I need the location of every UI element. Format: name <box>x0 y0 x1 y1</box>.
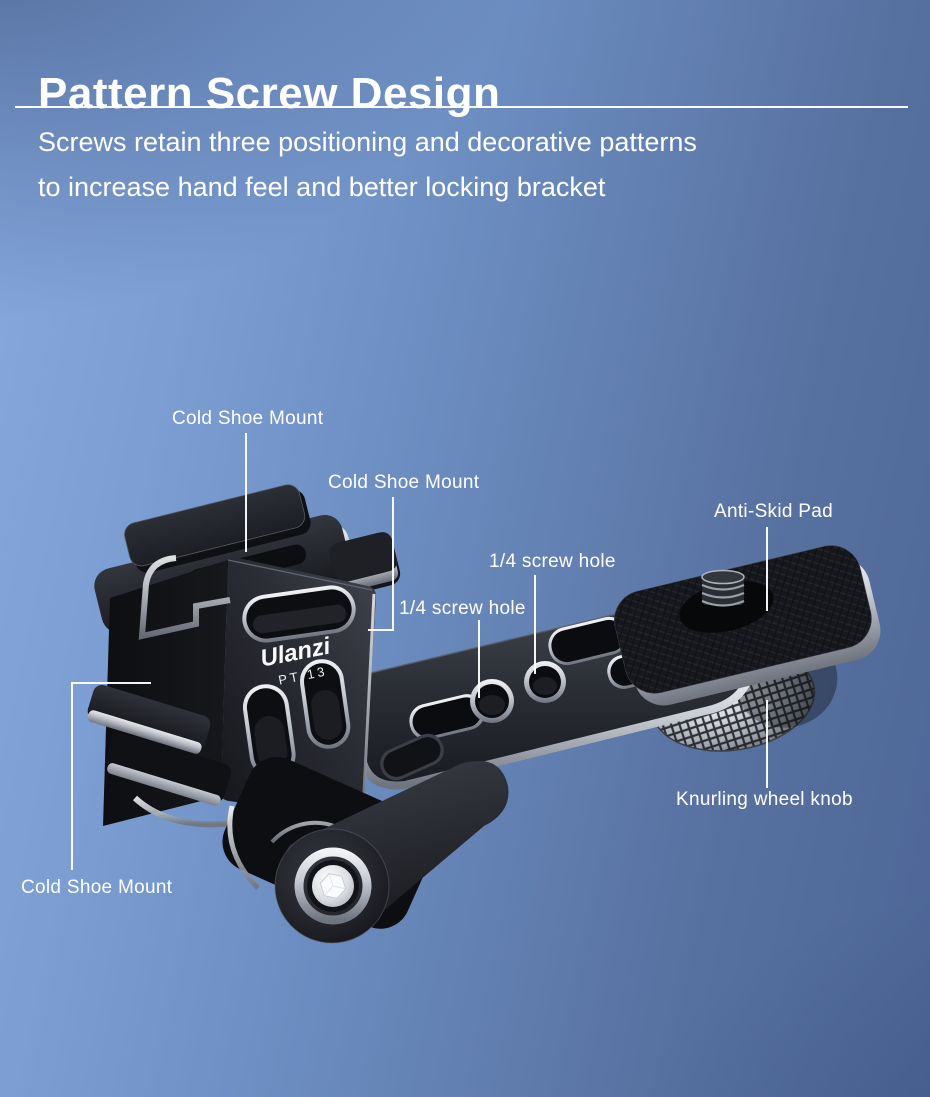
cold-shoe-rail-right <box>329 532 401 596</box>
callout-quarter-screw-hole-lower: 1/4 screw hole <box>399 598 526 619</box>
callout-line-knurling <box>766 700 768 788</box>
callout-line-cold-shoe-bottom-h <box>71 682 151 684</box>
callout-quarter-screw-hole-upper: 1/4 screw hole <box>489 551 616 572</box>
callout-line-quarter-lower <box>478 620 480 698</box>
callout-line-anti-skid <box>766 527 768 611</box>
anti-skid-pad <box>614 545 881 706</box>
cold-shoe-side <box>87 684 243 828</box>
callout-cold-shoe-mount-middle: Cold Shoe Mount <box>328 472 480 493</box>
callout-cold-shoe-mount-bottom: Cold Shoe Mount <box>21 877 173 898</box>
callout-knurling-wheel-knob: Knurling wheel knob <box>676 789 853 810</box>
hinge-assembly <box>222 757 509 944</box>
callout-anti-skid-pad: Anti-Skid Pad <box>714 501 834 522</box>
page-title: Pattern Screw Design <box>38 69 501 119</box>
title-divider <box>15 106 908 108</box>
subtitle-line-1: Screws retain three positioning and deco… <box>38 127 697 157</box>
callout-line-cold-shoe-bottom-v <box>71 682 73 870</box>
callout-line-cold-shoe-middle-v <box>392 497 394 631</box>
subtitle-line-2: to increase hand feel and better locking… <box>38 172 606 202</box>
callout-line-quarter-upper <box>534 575 536 674</box>
quarter-screw <box>701 569 745 607</box>
subtitle: Screws retain three positioning and deco… <box>38 120 697 210</box>
quarter-screw-hole-2 <box>470 679 514 723</box>
quarter-screw-hole-1 <box>524 661 566 703</box>
callout-line-cold-shoe-middle-h <box>368 629 394 631</box>
callout-cold-shoe-mount-top: Cold Shoe Mount <box>172 408 324 429</box>
hex-socket-bolt <box>319 873 347 899</box>
callout-line-cold-shoe-top <box>245 433 247 552</box>
